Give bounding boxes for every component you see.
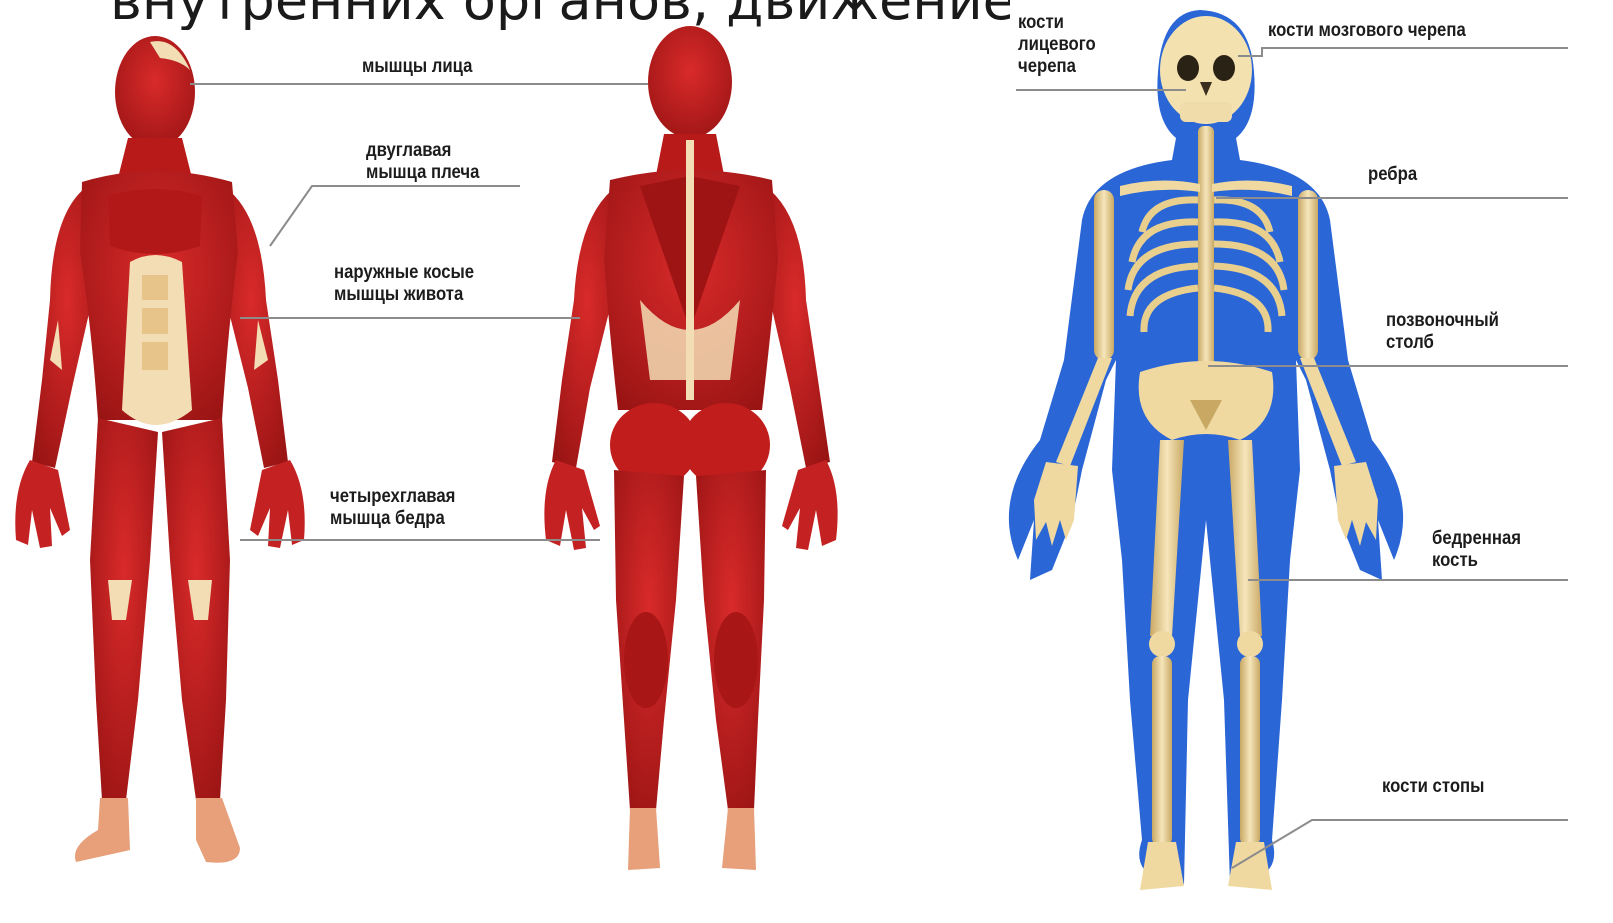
label-foot-bones: кости стопы <box>1382 776 1484 798</box>
label-spine: позвоночный столб <box>1386 310 1499 354</box>
label-biceps: двуглавая мышца плеча <box>366 140 479 184</box>
label-cranial-skull: кости мозгового черепа <box>1268 20 1466 42</box>
label-face-muscles: мышцы лица <box>362 56 472 78</box>
slide-heading: внутренних органов, движение <box>110 0 1010 30</box>
label-quadriceps: четырехглавая мышца бедра <box>330 486 455 530</box>
muscle-figure-back <box>544 26 837 870</box>
label-femur: бедренная кость <box>1432 528 1521 572</box>
label-ribs: ребра <box>1368 164 1417 186</box>
skeleton-figure <box>1009 10 1403 890</box>
label-oblique-muscles: наружные косые мышцы живота <box>334 262 474 306</box>
muscle-figure-front <box>15 36 304 863</box>
label-facial-skull: кости лицевого черепа <box>1018 12 1096 78</box>
